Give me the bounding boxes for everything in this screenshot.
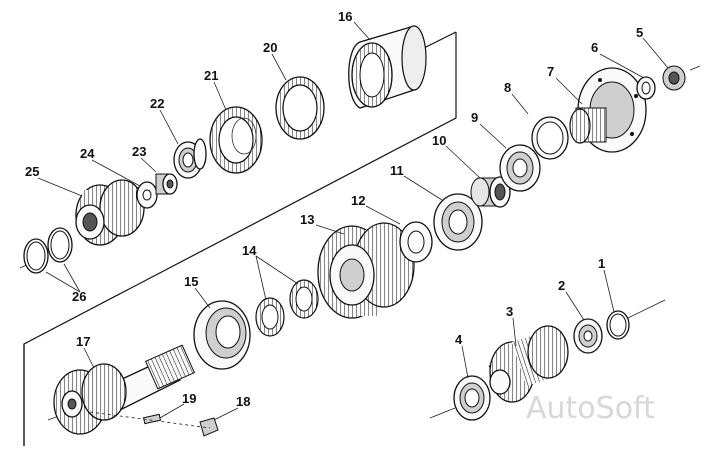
part-8-ring bbox=[531, 116, 569, 160]
part-11-bearing bbox=[433, 193, 483, 251]
callout-22: 22 bbox=[150, 96, 164, 111]
part-26-snap-rings bbox=[23, 227, 73, 274]
callout-18: 18 bbox=[236, 394, 250, 409]
part-20-ring bbox=[275, 76, 325, 140]
panel-frame bbox=[23, 31, 457, 446]
part-12-washer bbox=[399, 221, 433, 263]
callout-4: 4 bbox=[455, 332, 463, 347]
part-25-gear bbox=[75, 179, 145, 246]
callout-24: 24 bbox=[80, 146, 95, 161]
part-1-snap-ring bbox=[606, 310, 630, 340]
callout-11: 11 bbox=[390, 163, 404, 178]
part-24-washer bbox=[136, 181, 158, 209]
callout-26: 26 bbox=[72, 289, 86, 304]
part-15-bearing bbox=[193, 300, 251, 370]
callout-7: 7 bbox=[547, 64, 554, 79]
watermark-text: AutoSoft bbox=[526, 391, 655, 426]
leader-lines bbox=[37, 21, 669, 429]
part-3-pinion-gear bbox=[488, 325, 569, 403]
callout-6: 6 bbox=[591, 40, 598, 55]
callout-20: 20 bbox=[263, 40, 277, 55]
callout-5: 5 bbox=[636, 25, 643, 40]
callout-3: 3 bbox=[506, 304, 513, 319]
part-16-sleeve bbox=[348, 25, 427, 109]
part-4-bearing bbox=[453, 375, 491, 421]
callout-25: 25 bbox=[25, 164, 39, 179]
callout-9: 9 bbox=[471, 110, 478, 125]
part-13-gear bbox=[317, 222, 415, 319]
callout-8: 8 bbox=[504, 80, 511, 95]
callout-23: 23 bbox=[132, 144, 146, 159]
part-22-bearing bbox=[173, 138, 207, 179]
part-21-synchro-ring bbox=[209, 106, 263, 174]
callout-21: 21 bbox=[204, 68, 218, 83]
part-18-key bbox=[199, 417, 219, 437]
callout-13: 13 bbox=[300, 212, 314, 227]
part-7-flange bbox=[569, 67, 647, 153]
part-10-collar bbox=[470, 176, 511, 208]
callout-10: 10 bbox=[432, 133, 446, 148]
part-6-washer bbox=[636, 76, 656, 100]
part-19-pin bbox=[142, 413, 162, 425]
callout-15: 15 bbox=[184, 274, 198, 289]
part-17-shaft bbox=[53, 344, 196, 435]
callout-14: 14 bbox=[242, 243, 257, 258]
part-5-nut bbox=[662, 65, 686, 91]
callout-12: 12 bbox=[351, 193, 365, 208]
callout-1: 1 bbox=[598, 256, 605, 271]
part-9-bearing bbox=[499, 144, 541, 192]
part-23-bushing bbox=[155, 173, 178, 195]
part-14-needle-bearings bbox=[255, 279, 319, 337]
callout-19: 19 bbox=[182, 391, 196, 406]
callout-2: 2 bbox=[558, 278, 565, 293]
callout-17: 17 bbox=[76, 334, 90, 349]
callout-16: 16 bbox=[338, 9, 352, 24]
part-2-bearing bbox=[573, 318, 603, 354]
callout-labels: 1 2 3 4 5 6 7 8 9 10 11 12 13 14 15 16 1… bbox=[25, 9, 643, 409]
